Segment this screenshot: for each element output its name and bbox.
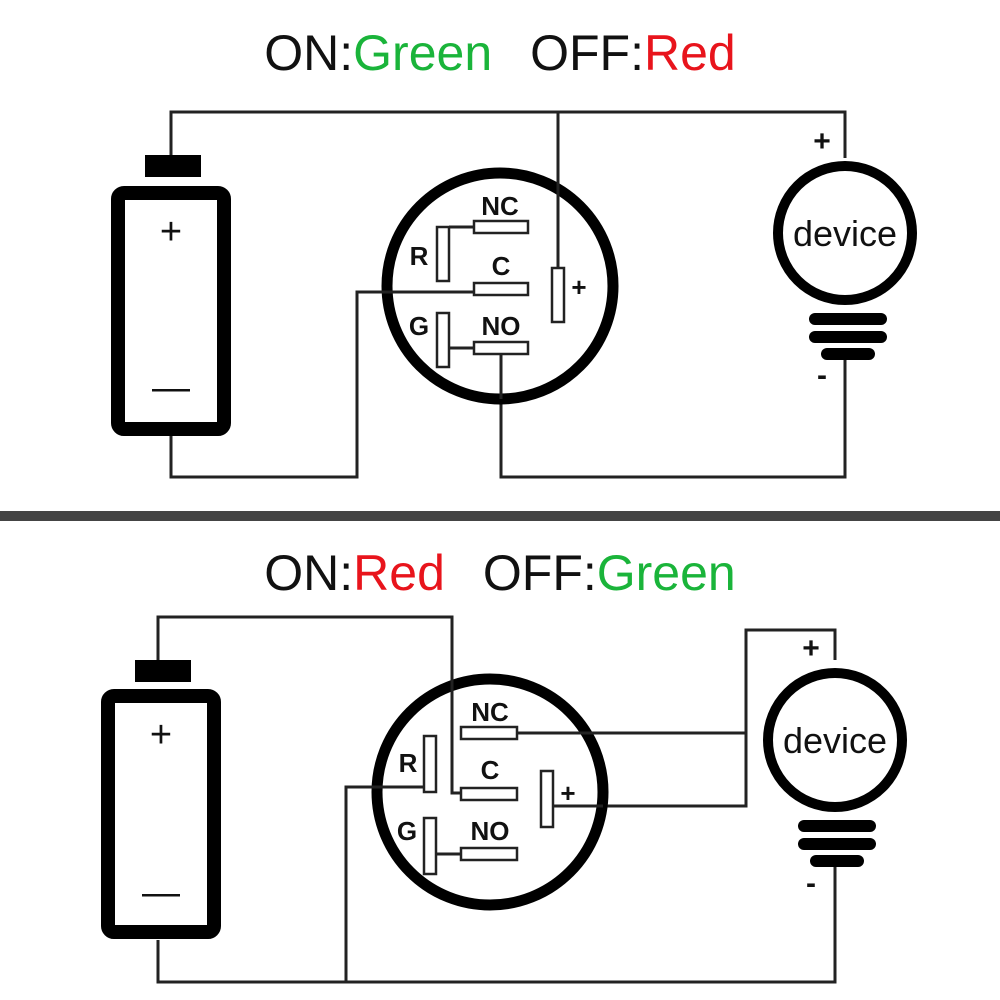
top-title-off-label: OFF: xyxy=(530,25,644,81)
bottom-pin-nc xyxy=(459,725,519,741)
bottom-wire-led-plus-device xyxy=(554,628,837,808)
top-pin-nc xyxy=(472,219,530,235)
top-device-base-1 xyxy=(809,313,887,325)
top-title: ON:Green OFF:Red xyxy=(264,25,735,81)
top-label-r: R xyxy=(410,241,429,271)
top-device-base-2 xyxy=(809,331,887,343)
bottom-title-off-label: OFF: xyxy=(483,545,597,601)
bottom-battery-body xyxy=(101,689,221,939)
bottom-device: device + - xyxy=(763,632,907,900)
bottom-label-no: NO xyxy=(471,816,510,846)
top-pin-no xyxy=(472,340,530,356)
top-wire-no-device xyxy=(499,349,847,479)
top-panel: ON:Green OFF:Red + — xyxy=(111,25,917,479)
bottom-label-plus: + xyxy=(560,778,575,808)
top-battery-plus: + xyxy=(160,211,182,253)
bottom-device-plus: + xyxy=(802,632,820,665)
bottom-wire-common-inner xyxy=(450,617,461,795)
top-device: device + - xyxy=(773,125,917,392)
top-wire-positive-bus xyxy=(169,110,847,158)
top-title-on-color: Green xyxy=(353,25,492,81)
top-label-c: C xyxy=(492,251,511,281)
top-label-g: G xyxy=(409,311,429,341)
top-battery-body xyxy=(111,186,231,436)
bottom-device-base-3 xyxy=(810,855,864,867)
bottom-label-r: R xyxy=(399,748,418,778)
top-switch: NC C NO R G + xyxy=(357,112,619,405)
top-battery: + — xyxy=(111,155,231,436)
bottom-switch: NC C NO R G + xyxy=(346,617,609,911)
top-title-off-color: Red xyxy=(644,25,736,81)
bottom-title-on-label: ON: xyxy=(264,545,353,601)
top-battery-minus: — xyxy=(152,367,190,409)
bottom-battery: + — xyxy=(101,660,221,939)
top-device-bulb xyxy=(773,161,917,305)
top-label-nc: NC xyxy=(481,191,519,221)
bottom-battery-terminal xyxy=(135,660,191,682)
bottom-panel: ON:Red OFF:Green + — xyxy=(101,545,907,984)
top-pin-r xyxy=(435,225,451,283)
top-label-no: NO xyxy=(482,311,521,341)
panel-divider xyxy=(0,511,1000,521)
bottom-device-bulb xyxy=(763,668,907,812)
bottom-label-nc: NC xyxy=(471,697,509,727)
top-device-minus: - xyxy=(817,359,827,392)
bottom-device-base-1 xyxy=(798,820,876,832)
top-pin-c xyxy=(472,281,530,297)
bottom-wire-negative-bus xyxy=(156,865,837,984)
top-pin-g xyxy=(435,311,451,369)
top-label-plus: + xyxy=(571,272,586,302)
top-pin-plus xyxy=(550,266,566,324)
top-battery-terminal xyxy=(145,155,201,177)
top-device-label: device xyxy=(793,213,897,254)
bottom-battery-minus: — xyxy=(142,872,180,914)
bottom-label-g: G xyxy=(397,816,417,846)
bottom-pin-no xyxy=(459,846,519,862)
bottom-title-off-color: Green xyxy=(597,545,736,601)
bottom-title-on-color: Red xyxy=(353,545,445,601)
top-device-plus: + xyxy=(813,125,831,158)
bottom-device-label: device xyxy=(783,720,887,761)
bottom-pin-r xyxy=(422,734,438,794)
bottom-pin-c xyxy=(459,786,519,802)
top-device-base-3 xyxy=(821,348,875,360)
bottom-device-base-2 xyxy=(798,838,876,850)
bottom-device-minus: - xyxy=(806,867,816,900)
bottom-label-c: C xyxy=(481,755,500,785)
top-title-on-label: ON: xyxy=(264,25,353,81)
bottom-pin-plus xyxy=(539,769,555,829)
bottom-title: ON:Red OFF:Green xyxy=(264,545,735,601)
bottom-pin-g xyxy=(422,816,438,876)
bottom-battery-plus: + xyxy=(150,714,172,756)
